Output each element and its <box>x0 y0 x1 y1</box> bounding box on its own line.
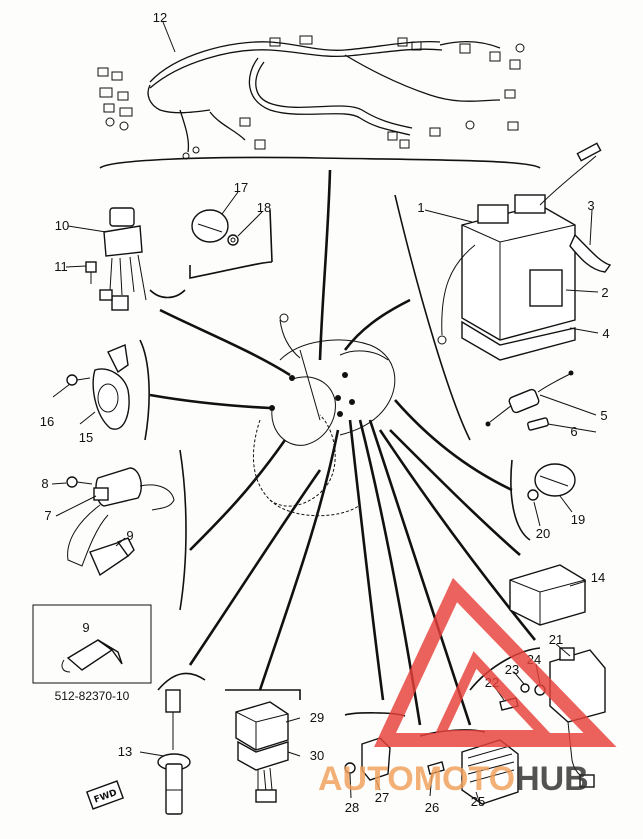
inset-part-code: 512-82370-10 <box>55 689 130 703</box>
screw-28 <box>344 762 356 774</box>
main-switch <box>99 207 147 311</box>
callout-17: 17 <box>234 180 248 195</box>
cover-nut <box>227 234 239 246</box>
horn-bolt <box>66 374 91 386</box>
callout-7: 7 <box>44 508 51 523</box>
battery-box <box>461 320 576 361</box>
flasher-cover <box>534 463 576 497</box>
callout-13: 13 <box>118 744 132 759</box>
flasher-nut <box>527 489 539 501</box>
callout-15: 15 <box>79 430 93 445</box>
callout-9-inset: 9 <box>82 620 89 635</box>
callout-19: 19 <box>571 512 585 527</box>
wire-harness <box>97 35 541 169</box>
callout-9: 9 <box>126 528 133 543</box>
spark-plug-cap <box>89 537 135 577</box>
switch-screw <box>85 261 97 284</box>
horn <box>92 344 130 430</box>
callout-16: 16 <box>40 414 54 429</box>
callout-28: 28 <box>345 800 359 815</box>
coil-bolt <box>66 476 93 488</box>
callout-23: 23 <box>505 662 519 677</box>
watermark-text-part1: AUTOMOTO <box>318 760 515 798</box>
callout-3: 3 <box>587 198 594 213</box>
cover-plate <box>191 209 229 243</box>
callout-12: 12 <box>153 10 167 25</box>
watermark-logo: AUTOMOTOHUB <box>318 577 617 798</box>
callout-1: 1 <box>417 200 424 215</box>
callout-4: 4 <box>602 326 609 341</box>
relay-14 <box>509 564 586 626</box>
screw-26 <box>427 761 445 775</box>
fuse <box>527 417 549 431</box>
battery <box>437 142 602 345</box>
callout-25: 25 <box>471 794 485 809</box>
callout-10: 10 <box>55 218 69 233</box>
callout-8: 8 <box>41 476 48 491</box>
relay-29 <box>235 701 289 751</box>
callout-26: 26 <box>425 800 439 815</box>
callout-2: 2 <box>601 285 608 300</box>
rectifier-25 <box>461 739 519 805</box>
callout-21: 21 <box>549 632 563 647</box>
battery-vent-hose <box>569 233 612 273</box>
callout-29: 29 <box>310 710 324 725</box>
fwd-tag: FWD <box>85 780 125 810</box>
sensor-13 <box>157 689 191 815</box>
watermark-text: AUTOMOTOHUB <box>318 760 589 798</box>
fuse-holder <box>485 370 574 427</box>
callout-5: 5 <box>600 408 607 423</box>
callout-20: 20 <box>536 526 550 541</box>
callout-6: 6 <box>570 424 577 439</box>
callout-11: 11 <box>54 259 68 274</box>
callout-18: 18 <box>257 200 271 215</box>
callout-30: 30 <box>310 748 324 763</box>
ignition-coil <box>67 467 175 567</box>
callout-14: 14 <box>591 570 605 585</box>
inset-box <box>32 604 152 684</box>
watermark-inner-triangle <box>432 651 557 740</box>
relay-30 <box>237 740 289 803</box>
callout-27: 27 <box>375 790 389 805</box>
watermark-text-part2: HUB <box>515 760 589 798</box>
